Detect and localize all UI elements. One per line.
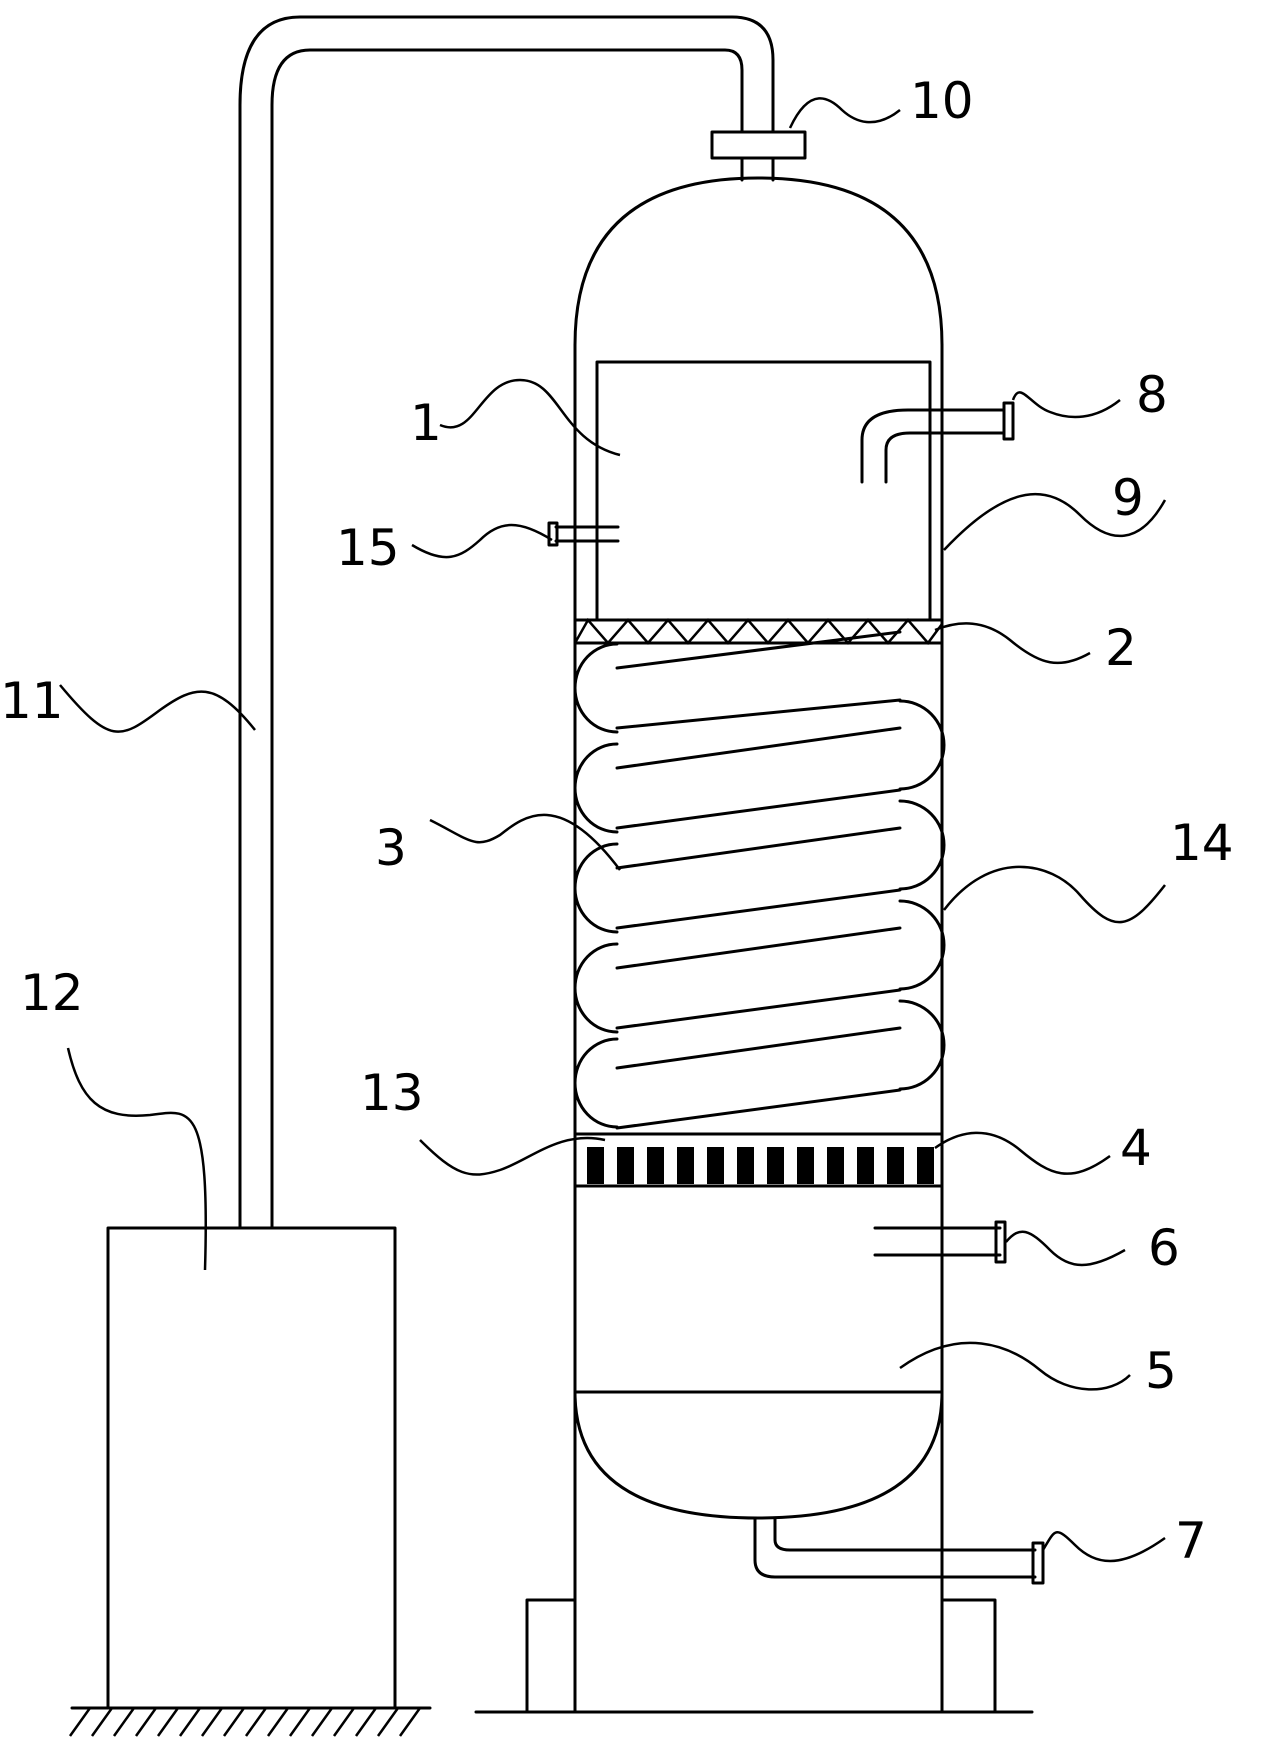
pipe-7 (753, 1516, 1045, 1585)
label-1: 1 (410, 394, 442, 452)
coil-3 (573, 630, 946, 1130)
column-base (474, 1598, 1034, 1714)
pipe-11 (238, 15, 775, 1230)
plate-bar (707, 1147, 724, 1184)
number-labels: 1 2 3 4 5 6 7 8 9 10 11 12 13 14 15 (0, 72, 1234, 1570)
label-9: 9 (1112, 469, 1144, 527)
label-8: 8 (1136, 366, 1168, 424)
plate-bar (587, 1147, 604, 1184)
label-13: 13 (360, 1064, 424, 1122)
ground-base (68, 1706, 432, 1737)
chamber-1 (595, 360, 932, 622)
plate-bar (767, 1147, 784, 1184)
plate-bar (737, 1147, 754, 1184)
label-7: 7 (1175, 1512, 1207, 1570)
bottom-bowl-5 (573, 1390, 944, 1520)
plate-bar (827, 1147, 844, 1184)
plate-bar (647, 1147, 664, 1184)
flange-10 (710, 130, 807, 182)
pipe-6 (873, 1220, 1007, 1264)
label-15: 15 (336, 519, 400, 577)
coil-loops (573, 642, 946, 1129)
plate-bar (797, 1147, 814, 1184)
label-4: 4 (1120, 1119, 1152, 1177)
tank-12 (106, 1226, 397, 1710)
label-6: 6 (1148, 1219, 1180, 1277)
mesh-layer-2 (573, 617, 944, 645)
leader-lines (59, 97, 1167, 1563)
label-14: 14 (1170, 814, 1234, 872)
label-2: 2 (1105, 619, 1137, 677)
plate-bar (887, 1147, 904, 1184)
label-11: 11 (0, 672, 64, 730)
label-12: 12 (20, 964, 84, 1022)
plate-bar (917, 1147, 934, 1184)
pipe-8 (860, 401, 1015, 484)
label-5: 5 (1145, 1342, 1177, 1400)
label-10: 10 (910, 72, 974, 130)
plate-bar (677, 1147, 694, 1184)
plate-bar (617, 1147, 634, 1184)
label-3: 3 (375, 819, 407, 877)
plate-bar (857, 1147, 874, 1184)
pipe-15 (547, 521, 620, 547)
perforated-plate-4 (573, 1132, 944, 1188)
column-top-dome (573, 176, 944, 347)
